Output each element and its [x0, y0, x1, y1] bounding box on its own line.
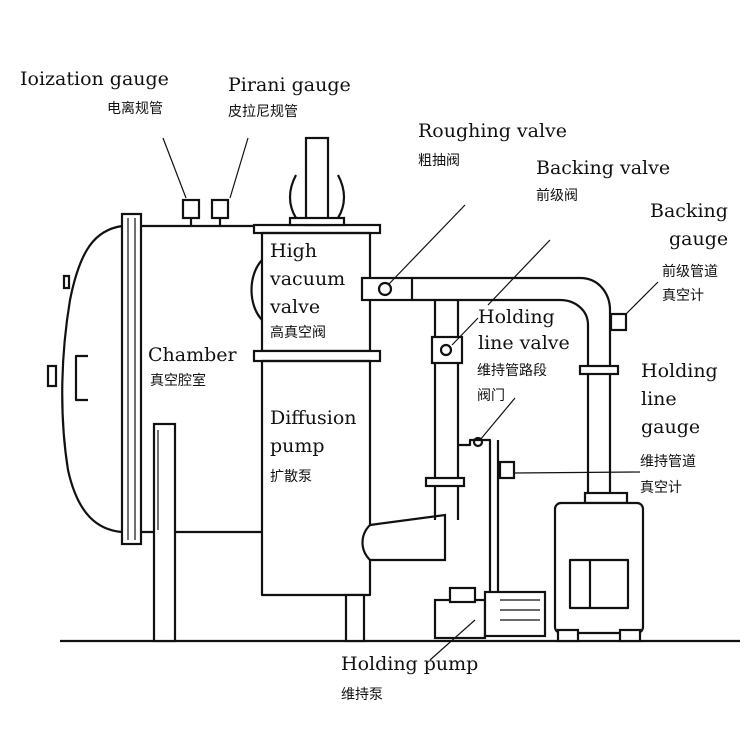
- holding-line-valve-body[interactable]: [430, 335, 464, 365]
- piping: [360, 276, 641, 600]
- high-vacuum-valve-label-line2: vacuum: [270, 268, 346, 290]
- holding-line-valve-label-zh-line1: 维持管路段: [477, 363, 547, 379]
- chamber-label-zh: 真空腔室: [150, 373, 206, 389]
- roughing-valve-label: Roughing valve: [418, 120, 568, 142]
- ionization-gauge-body: [181, 198, 201, 220]
- holding-pump-label-zh: 维持泵: [341, 687, 383, 703]
- holding-line-gauge-label-line3: gauge: [641, 416, 701, 438]
- backing-valve-label: Backing valve: [536, 157, 671, 179]
- backing-gauge-body: [609, 312, 628, 332]
- pirani-gauge-body: [210, 198, 230, 220]
- holding-pump-label: Holding pump: [341, 653, 479, 675]
- roughing-valve-body[interactable]: [360, 276, 414, 302]
- ionization-gauge-label: Ioization gauge: [20, 68, 169, 90]
- backing-valve-label-zh: 前级阀: [536, 188, 578, 204]
- backing-gauge-label-line2: gauge: [669, 228, 729, 250]
- chamber: [46, 198, 262, 643]
- backing-gauge-label-zh-line1: 前级管道: [662, 264, 718, 280]
- holding-line-gauge-label-line2: line: [641, 388, 677, 410]
- chamber-leg: [152, 422, 177, 643]
- ionization-gauge-label-zh: 电离规管: [107, 101, 163, 117]
- diffusion-pump-label-line1: Diffusion: [270, 407, 357, 429]
- door-handle: [74, 354, 88, 402]
- holding-line-valve-label-line2: line valve: [478, 332, 570, 354]
- high-vacuum-valve-label-line1: High: [270, 240, 318, 262]
- backing-gauge-label-zh-line2: 真空计: [662, 288, 704, 304]
- roughing-valve-label-zh: 粗抽阀: [418, 153, 460, 169]
- backing-gauge-label-line1: Backing: [650, 200, 728, 222]
- holding-line-gauge-body: [498, 460, 516, 480]
- diffusion-pump-label-line2: pump: [270, 435, 325, 457]
- pirani-gauge-label: Pirani gauge: [228, 74, 351, 96]
- backing-pump: [553, 491, 645, 643]
- holding-line-valve-label-line1: Holding: [478, 306, 555, 328]
- high-vacuum-valve-label-zh: 高真空阀: [270, 325, 326, 341]
- holding-line-gauge-label-zh-line1: 维持管道: [640, 454, 696, 470]
- diffusion-pump-column: [250, 136, 447, 643]
- holding-line-gauge-label-line1: Holding: [641, 360, 718, 382]
- high-vacuum-valve-label-line3: valve: [270, 296, 321, 318]
- pirani-gauge-label-zh: 皮拉尼规管: [228, 104, 298, 120]
- leader-lines: [162, 137, 659, 661]
- holding-line-valve-label-zh-line2: 阀门: [477, 388, 505, 404]
- holding-pump: [433, 586, 547, 640]
- diffusion-pump-label-zh: 扩散泵: [270, 469, 312, 485]
- chamber-label: Chamber: [148, 344, 237, 366]
- holding-line-gauge-label-zh-line2: 真空计: [640, 480, 682, 496]
